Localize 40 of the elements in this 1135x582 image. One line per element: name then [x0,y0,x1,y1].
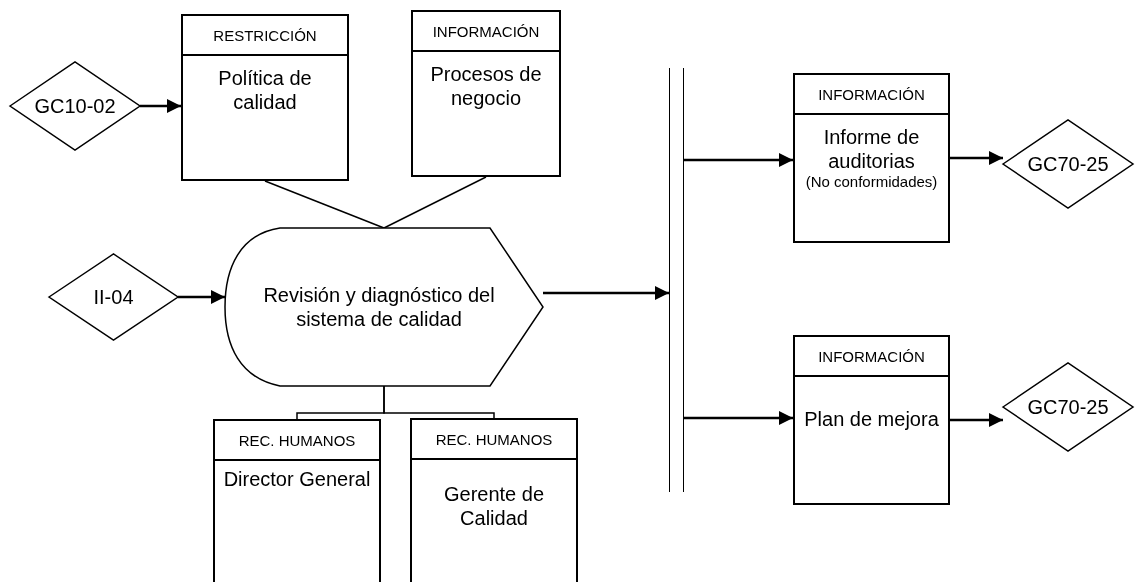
box-note: (No conformidades) [804,173,939,191]
reference-diamond [49,254,178,340]
resource-box [410,418,578,582]
process-text: Revisión y diagnóstico del sistema de calidad [262,283,496,331]
junction-bar [669,68,684,492]
box-header: INFORMACIÓN [413,12,559,52]
reference-code: GC70-25 [1026,152,1110,176]
reference-code: II-04 [92,285,135,309]
box-header: REC. HUMANOS [215,421,379,461]
box-text: Director General [222,467,372,491]
arrow [140,99,181,113]
box-text: Política de calidad [217,66,313,114]
arrow [684,153,793,167]
box-header: RESTRICCIÓN [183,16,347,56]
arrow [543,286,669,300]
connector-line [383,176,487,229]
box-text: Informe de auditorias [822,125,921,173]
resource-box [793,73,950,243]
resource-box [793,335,950,505]
arrow [950,151,1003,165]
reference-diamond [10,62,140,150]
box-header: INFORMACIÓN [795,75,948,115]
reference-code: GC70-25 [1026,395,1110,419]
resource-box [411,10,561,177]
reference-diamond [1003,363,1133,451]
box-text: Procesos de negocio [429,62,543,110]
box-text: Gerente de Calidad [442,482,546,530]
box-header: REC. HUMANOS [412,420,576,460]
arrow [684,411,793,425]
connector-line [383,385,495,419]
box-text: Plan de mejora [803,407,940,431]
reference-code: GC10-02 [33,94,117,118]
resource-box [181,14,349,181]
resource-box [213,419,381,582]
reference-diamond [1003,120,1133,208]
process-shape [225,228,543,386]
box-header: INFORMACIÓN [795,337,948,377]
arrow [178,290,225,304]
connector-line [264,180,385,229]
arrow [950,413,1003,427]
